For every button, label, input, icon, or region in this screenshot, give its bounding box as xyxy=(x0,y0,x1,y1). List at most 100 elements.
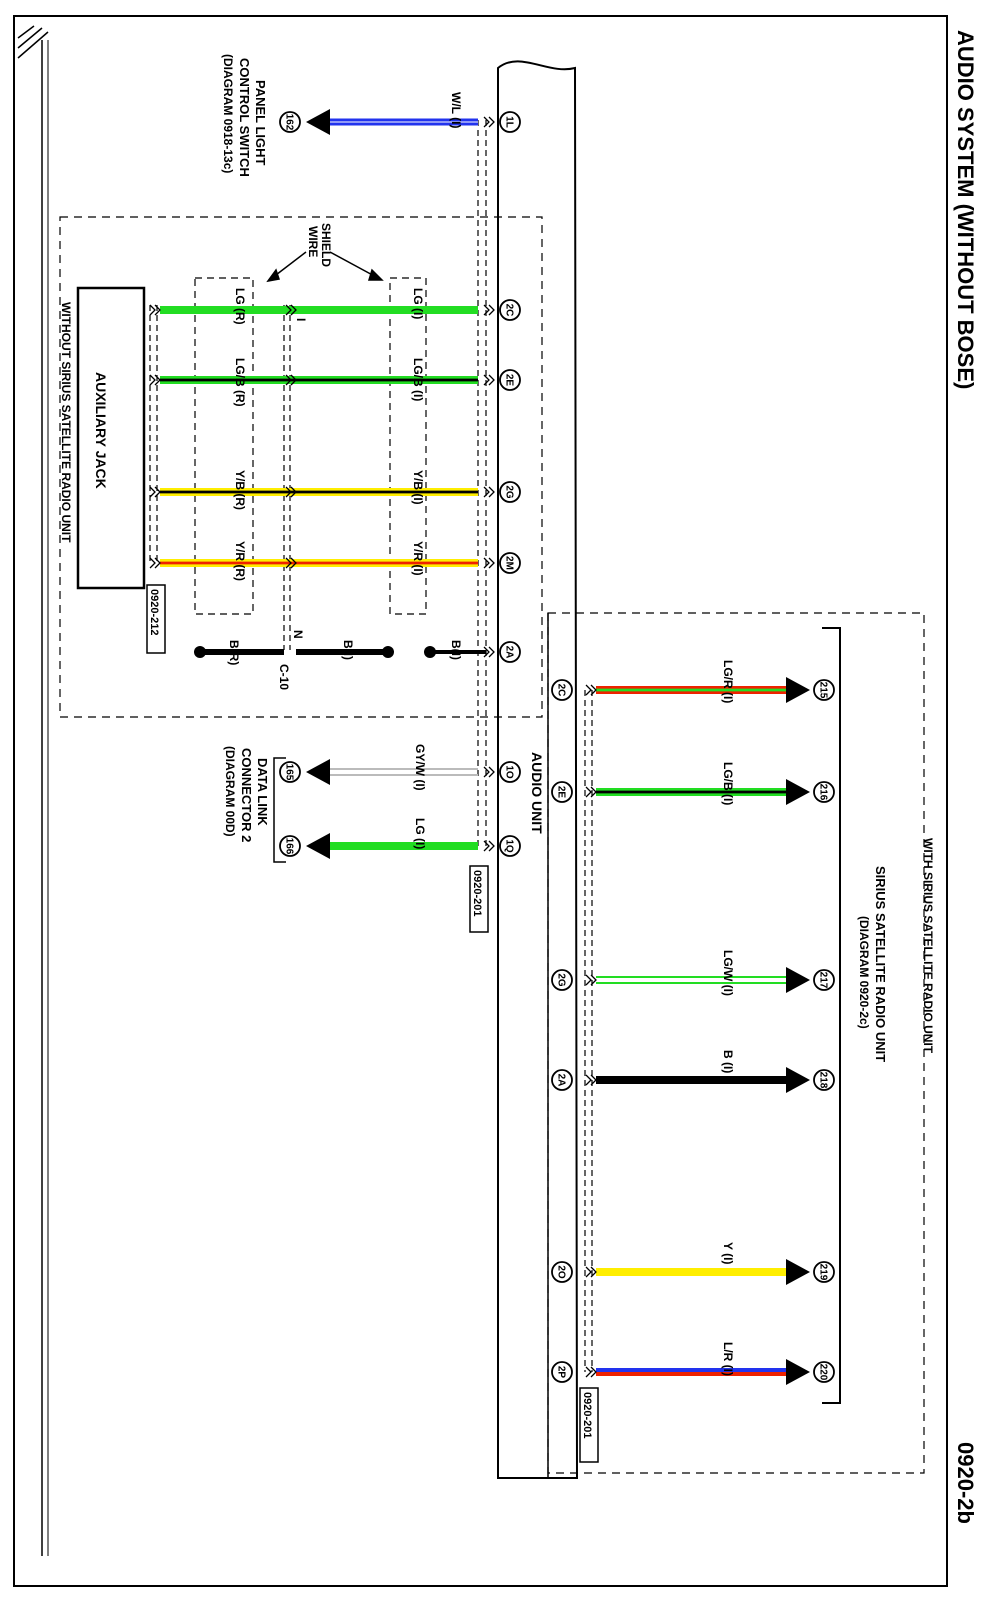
sirius-wire-label-2: LG/B (I) xyxy=(721,762,735,805)
data-link-chevron-2 xyxy=(483,840,495,852)
ground-pin xyxy=(499,641,521,663)
sirius-ref-6 xyxy=(813,1361,835,1383)
ground-dot-c xyxy=(194,646,206,658)
aux-pin-chevron-1 xyxy=(483,304,495,316)
aux-pin-4 xyxy=(499,552,521,574)
aux-pin-4-text: 2M xyxy=(504,556,515,570)
svg-text:0920-201: 0920-201 xyxy=(471,870,483,917)
sirius-unit-label: SIRIUS SATELLITE RADIO UNIT (DIAGRAM 092… xyxy=(857,866,888,1062)
panel-light-chevron xyxy=(483,116,495,128)
panel-light-pin xyxy=(499,111,521,133)
shield-wire-line1: SHIELD xyxy=(319,223,333,267)
connector-ref-top: 0920-201 xyxy=(469,865,489,933)
panel-light-arrow xyxy=(306,109,330,135)
shield-chevron-2 xyxy=(285,374,297,386)
page-border xyxy=(13,15,948,1587)
data-link-wire-label-2: LG (I) xyxy=(413,818,427,849)
harness-dashed-lines xyxy=(149,120,593,1372)
svg-text:PANEL LIGHT: PANEL LIGHT xyxy=(253,80,268,166)
aux-pin-3-text: 2G xyxy=(504,485,515,499)
ground-wire-label-c: B(R) xyxy=(227,640,241,665)
data-link-pin-1 xyxy=(499,761,521,783)
wires-layer xyxy=(160,118,790,1376)
svg-text:0920-201: 0920-201 xyxy=(581,1392,593,1439)
svg-text:DATA LINK: DATA LINK xyxy=(255,758,270,826)
sirius-pin-2-text: 2E xyxy=(556,786,567,799)
shield-box-lower xyxy=(194,277,254,615)
data-link-pin-1-text: 1O xyxy=(504,765,515,779)
data-link-ref-2-text: 166 xyxy=(284,838,295,855)
data-link-pin-2 xyxy=(499,835,521,857)
panel-light-wire-label: W/L (I) xyxy=(449,92,463,128)
sirius-ref-1 xyxy=(813,679,835,701)
sirius-wire-label-4: B (I) xyxy=(721,1050,735,1073)
sirius-pin-2 xyxy=(551,781,573,803)
aux-pin-2 xyxy=(499,369,521,391)
sirius-pin-5-text: 2O xyxy=(556,1265,567,1279)
ground-wire-label-a: B(I) xyxy=(449,640,463,660)
sirius-ref-1-text: 215 xyxy=(818,682,829,699)
data-link-label: DATA LINK CONNECTOR 2 (DIAGRAM 00D) xyxy=(223,746,270,842)
data-link-ref-2 xyxy=(279,835,301,857)
page-title: AUDIO SYSTEM (WITHOUT BOSE) xyxy=(953,30,978,389)
sirius-ref-5-text: 219 xyxy=(818,1264,829,1281)
auxiliary-jack-label: AUXILIARY JACK xyxy=(93,372,109,489)
sirius-ref-6-text: 220 xyxy=(818,1364,829,1381)
sirius-ref-4 xyxy=(813,1069,835,1091)
shield-chevron-1 xyxy=(285,304,297,316)
ground-dot-b xyxy=(382,646,394,658)
ground-wire-label-b: B(I) xyxy=(341,640,355,660)
sirius-pin-6 xyxy=(551,1361,573,1383)
sirius-arrow-6 xyxy=(786,1359,810,1385)
aux-pin-chevron-3 xyxy=(483,486,495,498)
sirius-arrow-2 xyxy=(786,779,810,805)
sirius-pin-6-text: 2P xyxy=(556,1366,567,1379)
aux-wire-upper-label-4: Y/R (I) xyxy=(411,541,425,576)
panel-light-label: PANEL LIGHT CONTROL SWITCH (DIAGRAM 0918… xyxy=(221,54,268,177)
sirius-wire-label-6: L/R (I) xyxy=(721,1342,735,1376)
sirius-chevron-2 xyxy=(585,786,597,798)
shield-box-upper xyxy=(389,277,427,615)
aux-wire-upper-label-3: Y/B (I) xyxy=(411,470,425,505)
jack-chevron-2 xyxy=(149,374,161,386)
aux-wire-upper-label-1: LG (I) xyxy=(411,288,425,319)
sirius-pin-4-text: 2A xyxy=(556,1074,567,1087)
svg-text:SIRIUS SATELLITE RADIO UNIT: SIRIUS SATELLITE RADIO UNIT xyxy=(873,866,888,1062)
aux-pin-3 xyxy=(499,481,521,503)
ground-chevron xyxy=(483,646,495,658)
sirius-pin-4 xyxy=(551,1069,573,1091)
ground-pin-text: 2A xyxy=(504,646,515,659)
sirius-chevron-3 xyxy=(585,974,597,986)
audio-unit-body xyxy=(497,60,579,1479)
svg-text:CONNECTOR 2: CONNECTOR 2 xyxy=(239,748,254,842)
without-sirius-label: WITHOUT SIRIUS SATELLITE RADIO UNIT xyxy=(59,302,73,543)
sirius-ref-2-text: 216 xyxy=(818,784,829,801)
sirius-pin-1-text: 2C xyxy=(556,684,567,697)
sirius-chevron-4 xyxy=(585,1074,597,1086)
jack-chevron-1 xyxy=(149,304,161,316)
sirius-pin-3-text: 2G xyxy=(556,973,567,987)
sirius-arrow-5 xyxy=(786,1259,810,1285)
ground-symbol xyxy=(17,25,49,59)
audio-unit-label: AUDIO UNIT xyxy=(529,752,545,834)
without-sirius-box xyxy=(59,216,543,718)
data-link-chevron-1 xyxy=(483,766,495,778)
sirius-arrow-4 xyxy=(786,1067,810,1093)
aux-pin-1-text: 2C xyxy=(504,304,515,317)
ground-dot-a xyxy=(424,646,436,658)
jack-chevron-3 xyxy=(149,486,161,498)
jack-ref-box: 0920-212 xyxy=(146,584,166,654)
shield-chevron-4 xyxy=(285,557,297,569)
splice-letter: N xyxy=(291,630,305,639)
sirius-wire-label-3: LG/W (I) xyxy=(721,950,735,996)
aux-wire-lower-label-3: Y/B (R) xyxy=(233,470,247,510)
aux-wire-lower-label-1: LG (R) xyxy=(233,288,247,325)
data-link-ref-1-text: 165 xyxy=(284,764,295,781)
sirius-wire-label-1: LG/R (I) xyxy=(721,660,735,703)
sirius-ref-4-text: 218 xyxy=(818,1072,829,1089)
svg-text:(DIAGRAM 0918-13c): (DIAGRAM 0918-13c) xyxy=(221,54,235,173)
aux-pin-1 xyxy=(499,299,521,321)
data-link-ref-1 xyxy=(279,761,301,783)
with-sirius-box xyxy=(547,612,925,1474)
